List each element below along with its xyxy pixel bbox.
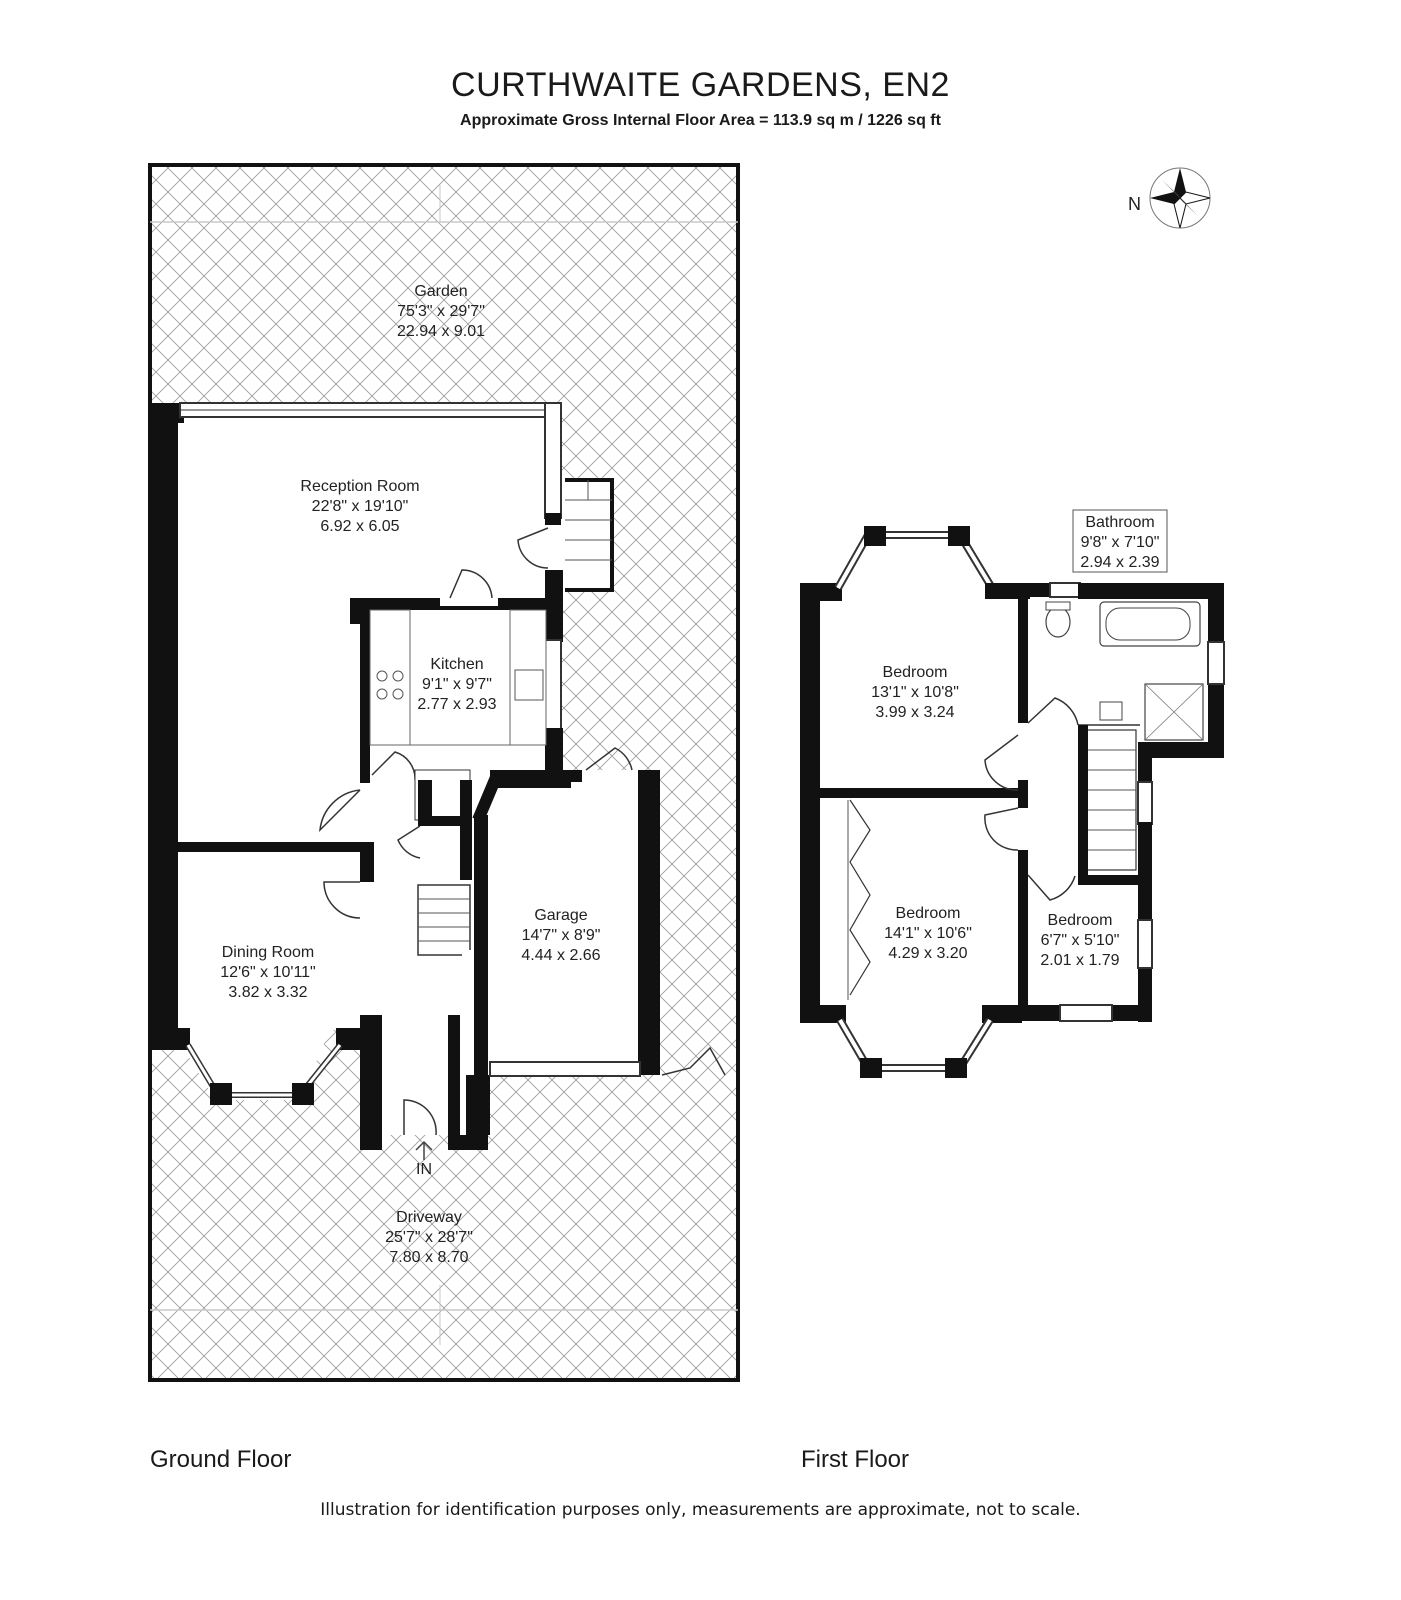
bathroom-name: Bathroom <box>1085 514 1154 531</box>
entrance-label: IN <box>416 1161 432 1178</box>
kitchen-imperial: 9'1" x 9'7" <box>422 676 492 693</box>
driveway-metric: 7.80 x 8.70 <box>389 1249 468 1266</box>
kitchen-name: Kitchen <box>430 656 483 673</box>
bedroom-3-name: Bedroom <box>1048 912 1113 929</box>
compass-rose-icon: N <box>1128 167 1211 229</box>
first-floor-plan <box>800 509 1225 1078</box>
first-floor-labels: Bathroom 9'8" x 7'10" 2.94 x 2.39 Bedroo… <box>871 514 1160 969</box>
garage-imperial: 14'7" x 8'9" <box>522 927 601 944</box>
driveway-name: Driveway <box>396 1209 462 1226</box>
bedroom-3-metric: 2.01 x 1.79 <box>1040 952 1119 969</box>
ground-floor-plan <box>148 163 740 1382</box>
plan-title: CURTHWAITE GARDENS, EN2 <box>451 66 950 104</box>
kitchen-metric: 2.77 x 2.93 <box>417 696 496 713</box>
bedroom-1-metric: 3.99 x 3.24 <box>875 704 954 721</box>
floor-area-subtitle: Approximate Gross Internal Floor Area = … <box>460 112 941 129</box>
bedroom-1-imperial: 13'1" x 10'8" <box>871 684 959 701</box>
ground-floor-label: Ground Floor <box>150 1446 292 1473</box>
driveway-imperial: 25'7" x 28'7" <box>385 1229 473 1246</box>
reception-room-metric: 6.92 x 6.05 <box>320 518 399 535</box>
bedroom-2-name: Bedroom <box>896 905 961 922</box>
dining-room-metric: 3.82 x 3.32 <box>228 984 307 1001</box>
bedroom-2-imperial: 14'1" x 10'6" <box>884 925 972 942</box>
reception-room-imperial: 22'8" x 19'10" <box>312 498 409 515</box>
dining-room-name: Dining Room <box>222 944 314 961</box>
compass-north-label: N <box>1128 194 1141 214</box>
bathroom-metric: 2.94 x 2.39 <box>1080 554 1159 571</box>
disclaimer-text: Illustration for identification purposes… <box>320 1500 1081 1520</box>
ground-floor-labels: Garden 75'3" x 29'7" 22.94 x 9.01 Recept… <box>220 283 600 1266</box>
bathroom-imperial: 9'8" x 7'10" <box>1081 534 1160 551</box>
garden-metric: 22.94 x 9.01 <box>397 323 485 340</box>
garden-name: Garden <box>414 283 467 300</box>
reception-room-name: Reception Room <box>300 478 419 495</box>
garage-name: Garage <box>534 907 587 924</box>
first-floor-label: First Floor <box>801 1446 909 1473</box>
dining-room-imperial: 12'6" x 10'11" <box>220 964 315 981</box>
bedroom-2-metric: 4.29 x 3.20 <box>888 945 967 962</box>
bedroom-3-imperial: 6'7" x 5'10" <box>1041 932 1120 949</box>
garage-metric: 4.44 x 2.66 <box>521 947 600 964</box>
bedroom-1-name: Bedroom <box>883 664 948 681</box>
garden-imperial: 75'3" x 29'7" <box>397 303 485 320</box>
